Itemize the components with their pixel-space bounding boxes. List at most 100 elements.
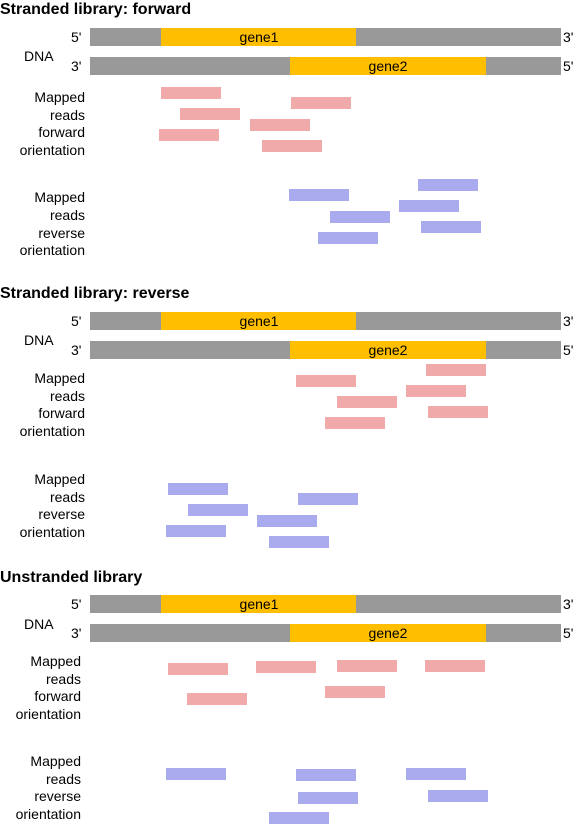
label-line: Mapped — [34, 189, 85, 205]
label-line: reads — [50, 388, 85, 404]
gene1-box — [161, 312, 356, 330]
forward-read — [296, 375, 356, 387]
label-line: reads — [46, 771, 81, 787]
label-line: Mapped — [30, 753, 81, 769]
label-line: orientation — [20, 242, 85, 258]
panel-stranded-reverse: Stranded library: reverse 5' gene1 3' DN… — [0, 285, 573, 548]
label-line: orientation — [20, 524, 85, 540]
reverse-read — [269, 812, 329, 824]
strand-top-right-label: 3' — [563, 29, 573, 45]
forward-read — [262, 140, 322, 152]
gene2-label: gene2 — [369, 625, 408, 641]
label-line: orientation — [20, 423, 85, 439]
reverse-read — [399, 200, 459, 212]
strand-top-left-label: 5' — [71, 29, 81, 45]
strand-bottom-right-label: 5' — [563, 342, 573, 358]
forward-read — [256, 661, 316, 673]
label-line: reads — [50, 489, 85, 505]
label-line: reverse — [34, 788, 81, 804]
strand-bottom-right-label: 5' — [563, 625, 573, 641]
label-line: forward — [38, 405, 85, 421]
strand-bottom-left-label: 3' — [71, 58, 81, 74]
label-line: reverse — [38, 506, 85, 522]
reverse-read — [296, 769, 356, 781]
reverse-read — [418, 179, 478, 191]
gene1-box — [161, 595, 356, 613]
label-line: Mapped — [30, 653, 81, 669]
reverse-reads — [166, 768, 488, 824]
forward-reads — [296, 364, 488, 429]
reverse-reads-label: Mapped reads reverse orientation — [20, 471, 86, 540]
label-line: reverse — [38, 225, 85, 241]
forward-read — [180, 108, 240, 120]
forward-read — [337, 660, 397, 672]
gene1-label: gene1 — [240, 29, 279, 45]
label-line: forward — [34, 688, 81, 704]
gene2-label: gene2 — [369, 342, 408, 358]
gene1-label: gene1 — [240, 596, 279, 612]
forward-reads-label: Mapped reads forward orientation — [16, 653, 81, 722]
forward-read — [159, 129, 219, 141]
panel-unstranded: Unstranded library 5' gene1 3' DNA 3' ge… — [0, 569, 573, 824]
reverse-read — [428, 790, 488, 802]
label-line: orientation — [16, 806, 81, 822]
gene1-box — [161, 28, 356, 46]
dna-label: DNA — [24, 616, 54, 632]
strand-top-left-label: 5' — [71, 596, 81, 612]
strand-bottom-left-label: 3' — [71, 342, 81, 358]
reverse-reads — [166, 483, 358, 548]
forward-reads — [159, 87, 351, 152]
label-line: orientation — [20, 142, 85, 158]
reverse-reads-label: Mapped reads reverse orientation — [16, 753, 82, 822]
reverse-read — [298, 493, 358, 505]
reverse-read — [168, 483, 228, 495]
forward-read — [425, 660, 485, 672]
forward-read — [325, 417, 385, 429]
reverse-read — [188, 504, 248, 516]
reverse-read — [421, 221, 481, 233]
gene2-label: gene2 — [369, 58, 408, 74]
forward-reads-label: Mapped reads forward orientation — [20, 89, 85, 158]
strand-top-right-label: 3' — [563, 596, 573, 612]
reverse-read — [166, 768, 226, 780]
label-line: orientation — [16, 706, 81, 722]
panel-title: Stranded library: reverse — [0, 285, 190, 302]
forward-read — [161, 87, 221, 99]
label-line: reads — [50, 207, 85, 223]
forward-read — [325, 686, 385, 698]
reverse-read — [406, 768, 466, 780]
dna-label: DNA — [24, 48, 54, 64]
strand-top-left-label: 5' — [71, 313, 81, 329]
strand-bottom-left-label: 3' — [71, 625, 81, 641]
label-line: reads — [50, 107, 85, 123]
forward-read — [426, 364, 486, 376]
forward-read — [250, 119, 310, 131]
dna-label: DNA — [24, 332, 54, 348]
strand-bottom-right-label: 5' — [563, 58, 573, 74]
reverse-read — [257, 515, 317, 527]
reverse-reads — [289, 179, 481, 244]
forward-read — [428, 406, 488, 418]
forward-read — [337, 396, 397, 408]
panel-title: Stranded library: forward — [0, 1, 191, 18]
reverse-read — [318, 232, 378, 244]
forward-read — [187, 693, 247, 705]
panel-title: Unstranded library — [0, 569, 142, 586]
reverse-read — [289, 189, 349, 201]
panel-stranded-forward: Stranded library: forward 5' gene1 3' DN… — [0, 1, 573, 258]
reverse-read — [166, 525, 226, 537]
label-line: Mapped — [34, 89, 85, 105]
gene2-box — [290, 624, 486, 642]
forward-read — [291, 97, 351, 109]
label-line: Mapped — [34, 370, 85, 386]
forward-reads-label: Mapped reads forward orientation — [20, 370, 85, 439]
forward-read — [168, 663, 228, 675]
reverse-read — [269, 536, 329, 548]
reverse-reads-label: Mapped reads reverse orientation — [20, 189, 86, 258]
gene2-box — [290, 57, 486, 75]
gene1-label: gene1 — [240, 313, 279, 329]
forward-read — [406, 385, 466, 397]
gene2-box — [290, 341, 486, 359]
forward-reads — [168, 660, 485, 705]
